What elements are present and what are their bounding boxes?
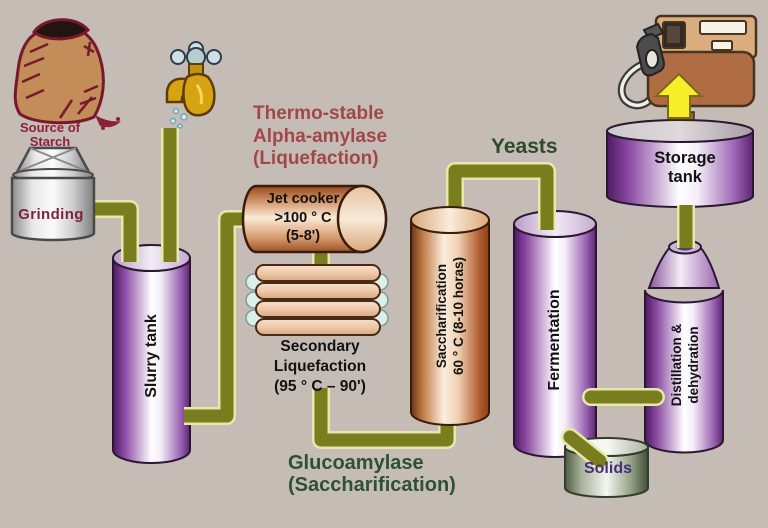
starch-sack-icon — [13, 18, 121, 130]
source-of-starch-label: Source of Starch — [20, 120, 80, 149]
up-arrow-icon — [653, 72, 704, 121]
solids-label: Solids — [583, 460, 632, 477]
storage-tank-label: Storage tank — [654, 149, 716, 186]
distillation-label: Distillation & dehydration — [669, 323, 701, 407]
saccharification-vessel — [410, 206, 490, 426]
pipe-fermentation-to-solids — [561, 428, 609, 470]
saccharification-label: Saccharification 60 ° C (8-10 horas) — [434, 257, 466, 375]
storage-tank-vessel — [606, 119, 754, 208]
secondary-liquefaction-label: Secondary Liquefaction (95 ° C – 90') — [273, 338, 367, 395]
pipe-secondary-to-saccharification — [312, 388, 456, 449]
water-faucet-icon — [165, 41, 222, 117]
thermo-stable-enzyme-label: Thermo-stable Alpha-amylase (Liquefactio… — [253, 103, 388, 169]
slurry-tank-label: Slurry tank — [143, 314, 160, 398]
fermentation-label: Fermentation — [546, 289, 563, 391]
grinding-label: Grinding — [18, 206, 84, 223]
water-drops-icon — [169, 107, 188, 129]
pipe-saccharification-to-fermentation — [446, 162, 556, 230]
grinding-machine — [10, 146, 96, 242]
glucoamylase-label: Glucoamylase (Saccharification) — [288, 452, 456, 496]
pipe-grinder-to-slurry — [93, 200, 139, 262]
yeasts-label: Yeasts — [491, 135, 558, 158]
secondary-liquefaction-tubes — [245, 264, 389, 336]
jet-cooker-vessel — [241, 184, 388, 254]
jet-cooker-label: Jet cooker >100 ° C (5-8') — [266, 191, 340, 244]
